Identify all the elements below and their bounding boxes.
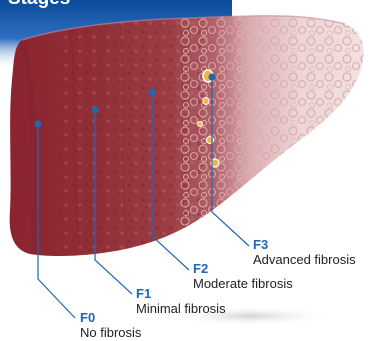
stage-code-f0: F0 [80,310,95,325]
liver-illustration [10,10,370,260]
stage-code-f2: F2 [193,261,208,276]
stage-description-f3: Advanced fibrosis [253,252,356,267]
stage-label-f3: F3 Advanced fibrosis [253,237,356,267]
marker-dot-f1 [92,107,99,114]
stage-label-f0: F0 No fibrosis [80,310,142,340]
marker-dot-f0 [35,121,42,128]
marker-dot-f3 [209,74,216,81]
stage-code-f1: F1 [136,286,151,301]
stage-description-f2: Moderate fibrosis [193,276,293,291]
stage-description-f0: No fibrosis [80,325,142,340]
stage-description-f1: Minimal fibrosis [136,301,226,316]
banner-title: Stages [8,0,70,9]
stage-code-f3: F3 [253,237,268,252]
liver-nodules [180,10,370,260]
marker-dot-f2 [149,89,156,96]
